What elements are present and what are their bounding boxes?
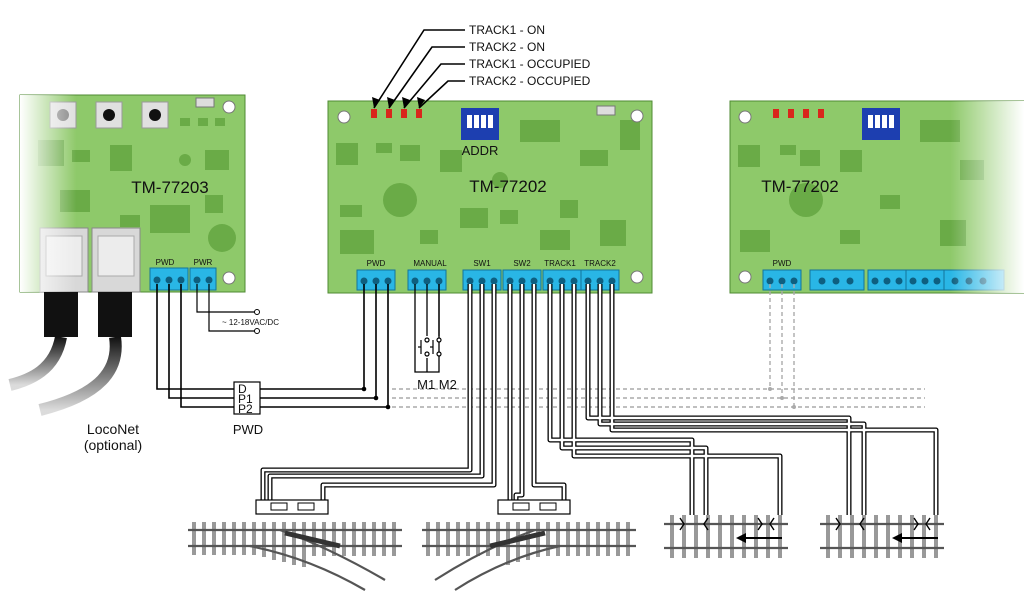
center-sw2-label: SW2: [513, 259, 531, 268]
pwd-bus-wires: [156, 284, 389, 408]
pwd-bus-extension: [392, 284, 925, 409]
detection-track-2: [820, 515, 944, 558]
board-right-title: TM-77202: [761, 177, 838, 196]
loconet-cables: [8, 292, 132, 416]
loconet-optional-label: (optional): [84, 437, 142, 453]
loconet-label: LocoNet: [87, 421, 139, 437]
turnout-track-2: [422, 522, 636, 591]
center-track1-label: TRACK1: [544, 259, 576, 268]
detection-track-1: [664, 515, 788, 558]
power-wires: [196, 284, 260, 334]
switch-machine-1: [255, 499, 329, 515]
manual-button-wiring: [414, 284, 440, 373]
board-left-title: TM-77203: [131, 178, 208, 197]
sw1-wires: [260, 284, 497, 500]
left-pwd-label: PWD: [156, 258, 175, 267]
manual-pushbuttons: [418, 337, 442, 357]
led-leader-lines: [373, 29, 465, 109]
pwd-line-p2: P2: [238, 402, 253, 416]
turnout-track-1: [188, 522, 402, 591]
track2-wires: [585, 284, 939, 515]
manual-buttons-label: M1 M2: [417, 377, 457, 392]
sw2-wires: [507, 284, 567, 500]
track1-wires: [547, 284, 783, 515]
switch-machine-2: [497, 499, 571, 515]
led-label-track1-on: TRACK1 - ON: [469, 23, 545, 37]
right-pwd-label: PWD: [773, 259, 792, 268]
left-pwr-label: PWR: [194, 258, 213, 267]
status-leds: [371, 109, 422, 118]
dip-switch: [461, 108, 499, 140]
center-track2-label: TRACK2: [584, 259, 616, 268]
center-pwd-label: PWD: [367, 259, 386, 268]
board-tm77203: [19, 94, 246, 293]
pwd-line-d: D: [238, 382, 247, 396]
pwd-bus-box: [233, 381, 261, 415]
pwd-bus-label: PWD: [233, 422, 263, 437]
pwd-line-p1: P1: [238, 392, 253, 406]
center-sw1-label: SW1: [473, 259, 491, 268]
center-manual-label: MANUAL: [413, 259, 447, 268]
board-center-title: TM-77202: [469, 177, 546, 196]
board-tm77202-right: [729, 100, 1024, 294]
led-label-track2-occupied: TRACK2 - OCCUPIED: [469, 74, 591, 88]
power-input-label: ~ 12-18VAC/DC: [222, 318, 279, 327]
led-label-track1-occupied: TRACK1 - OCCUPIED: [469, 57, 591, 71]
led-label-track2-on: TRACK2 - ON: [469, 40, 545, 54]
addr-label: ADDR: [462, 143, 499, 158]
